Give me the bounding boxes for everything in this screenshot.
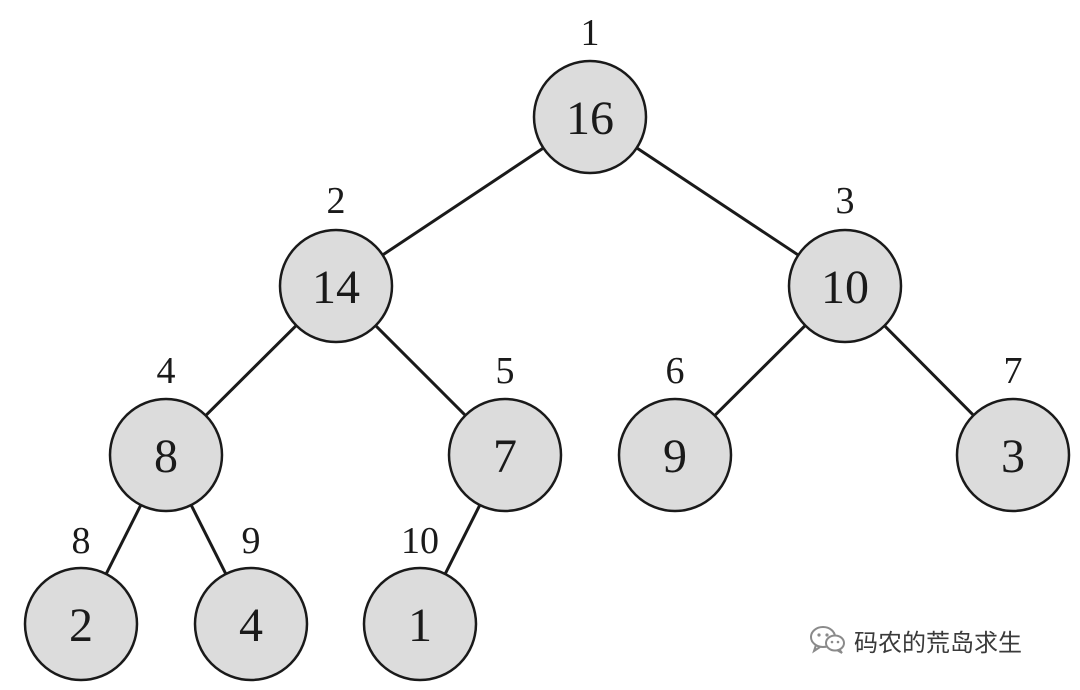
- tree-node-8: 28: [23, 520, 139, 682]
- node-value: 14: [312, 261, 360, 314]
- node-value: 9: [663, 430, 687, 483]
- node-circle: [955, 397, 1071, 513]
- watermark: 码农的荒岛求生: [808, 620, 1022, 660]
- tree-node-9: 49: [193, 520, 309, 682]
- tree-node-4: 84: [108, 350, 224, 513]
- node-circle: [278, 228, 394, 344]
- node-index-label: 9: [242, 520, 261, 562]
- node-index-label: 5: [496, 350, 515, 392]
- node-index-label: 4: [157, 350, 176, 392]
- node-value: 3: [1001, 430, 1025, 483]
- node-index-label: 8: [72, 520, 91, 562]
- node-index-label: 10: [401, 520, 439, 562]
- node-circle: [532, 59, 648, 175]
- node-value: 10: [821, 261, 869, 314]
- node-value: 1: [408, 599, 432, 652]
- edge-5-10: [443, 504, 482, 575]
- tree-node-1: 16 1: [532, 12, 648, 175]
- node-value: 4: [239, 599, 263, 652]
- node-index-label: 7: [1004, 350, 1023, 392]
- edge-1-2: [381, 146, 545, 257]
- node-value: 2: [69, 599, 93, 652]
- edge-3-7: [883, 324, 975, 417]
- watermark-text: 码农的荒岛求生: [854, 628, 1022, 657]
- node-circle: [362, 566, 478, 682]
- node-circle: [447, 397, 563, 513]
- tree-node-6: 96: [617, 350, 733, 513]
- node-index-label: 6: [666, 350, 685, 392]
- tree-node-10: 1 10: [362, 520, 478, 682]
- node-value: 7: [493, 430, 517, 483]
- edge-4-8: [104, 504, 143, 575]
- edge-4-9: [189, 504, 228, 575]
- node-circle: [193, 566, 309, 682]
- tree-node-3: 10 3: [787, 180, 903, 344]
- edge-3-6: [713, 324, 807, 417]
- tree-node-2: 14 2: [278, 180, 394, 344]
- edges-layer: [104, 146, 975, 575]
- edge-2-5: [374, 324, 467, 417]
- wechat-icon: [810, 626, 845, 654]
- node-index-label: 3: [836, 180, 855, 222]
- node-circle: [787, 228, 903, 344]
- node-value: 16: [566, 92, 614, 145]
- node-circle: [108, 397, 224, 513]
- node-index-label: 1: [581, 12, 600, 54]
- tree-node-7: 37: [955, 350, 1071, 513]
- node-circle: [617, 397, 733, 513]
- edge-2-4: [204, 324, 298, 417]
- node-value: 8: [154, 430, 178, 483]
- node-circle: [23, 566, 139, 682]
- tree-node-5: 75: [447, 350, 563, 513]
- edge-1-3: [635, 146, 800, 257]
- node-index-label: 2: [327, 180, 346, 222]
